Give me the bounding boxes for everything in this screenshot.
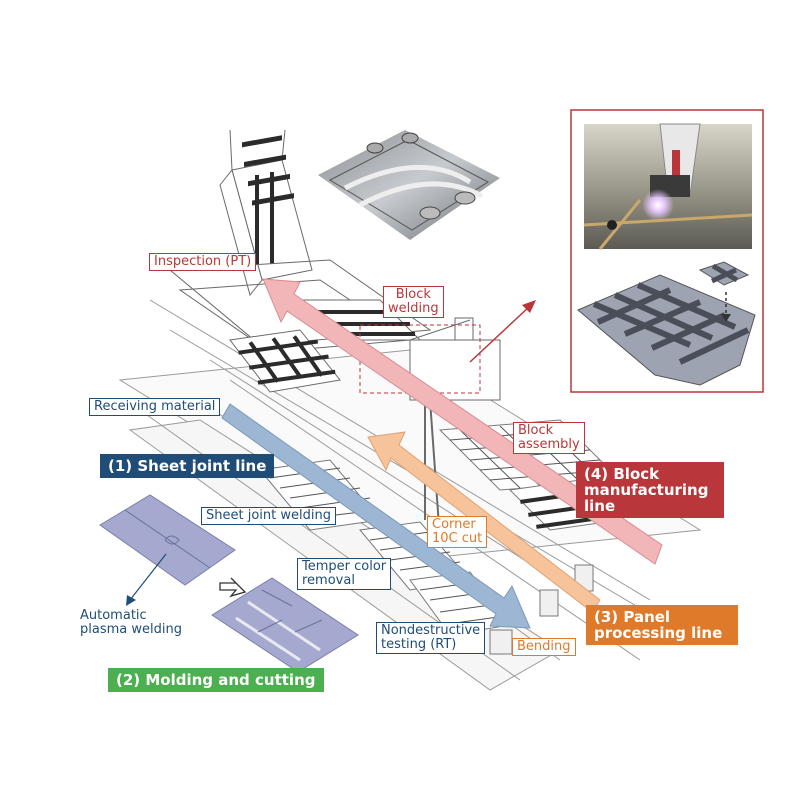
plasma-pointer-arrowhead (126, 595, 136, 606)
block-grid-diagram (577, 261, 756, 386)
corrugated-panel-photo (318, 130, 500, 240)
block-welding-label: Block welding (383, 286, 444, 318)
plasma-pointer-line (129, 553, 167, 601)
molding-cutting-badge: (2) Molding and cutting (108, 668, 324, 692)
block-welding-grids (229, 299, 501, 541)
welding-robot-photo (583, 123, 753, 250)
corner-cut-label: Corner 10C cut (427, 516, 488, 548)
sheet-joint-welding-label: Sheet joint welding (201, 507, 336, 525)
flow-hollow-arrow (219, 577, 247, 598)
callout-arrowhead (522, 300, 536, 313)
temper-color-label: Temper color removal (297, 558, 392, 590)
bending-label: Bending (512, 638, 576, 656)
panel-processing-badge: (3) Panel processing line (586, 605, 738, 645)
inspection-label: Inspection (PT) (149, 253, 257, 271)
sheet-joint-line-badge: (1) Sheet joint line (100, 454, 275, 478)
receiving-material-label: Receiving material (89, 398, 221, 416)
block-welding-callout-line (469, 305, 531, 363)
sheet-joint-flow-arrow (221, 403, 531, 629)
nondestructive-label: Nondestructive testing (RT) (376, 622, 486, 654)
automatic-plasma-label: Automatic plasma welding (80, 608, 182, 637)
molded-panel (211, 577, 359, 673)
block-manufacturing-badge: (4) Block manufacturing line (576, 462, 724, 518)
inspection-flow-arrow (262, 278, 663, 565)
block-assembly-label: Block assembly (513, 422, 585, 454)
